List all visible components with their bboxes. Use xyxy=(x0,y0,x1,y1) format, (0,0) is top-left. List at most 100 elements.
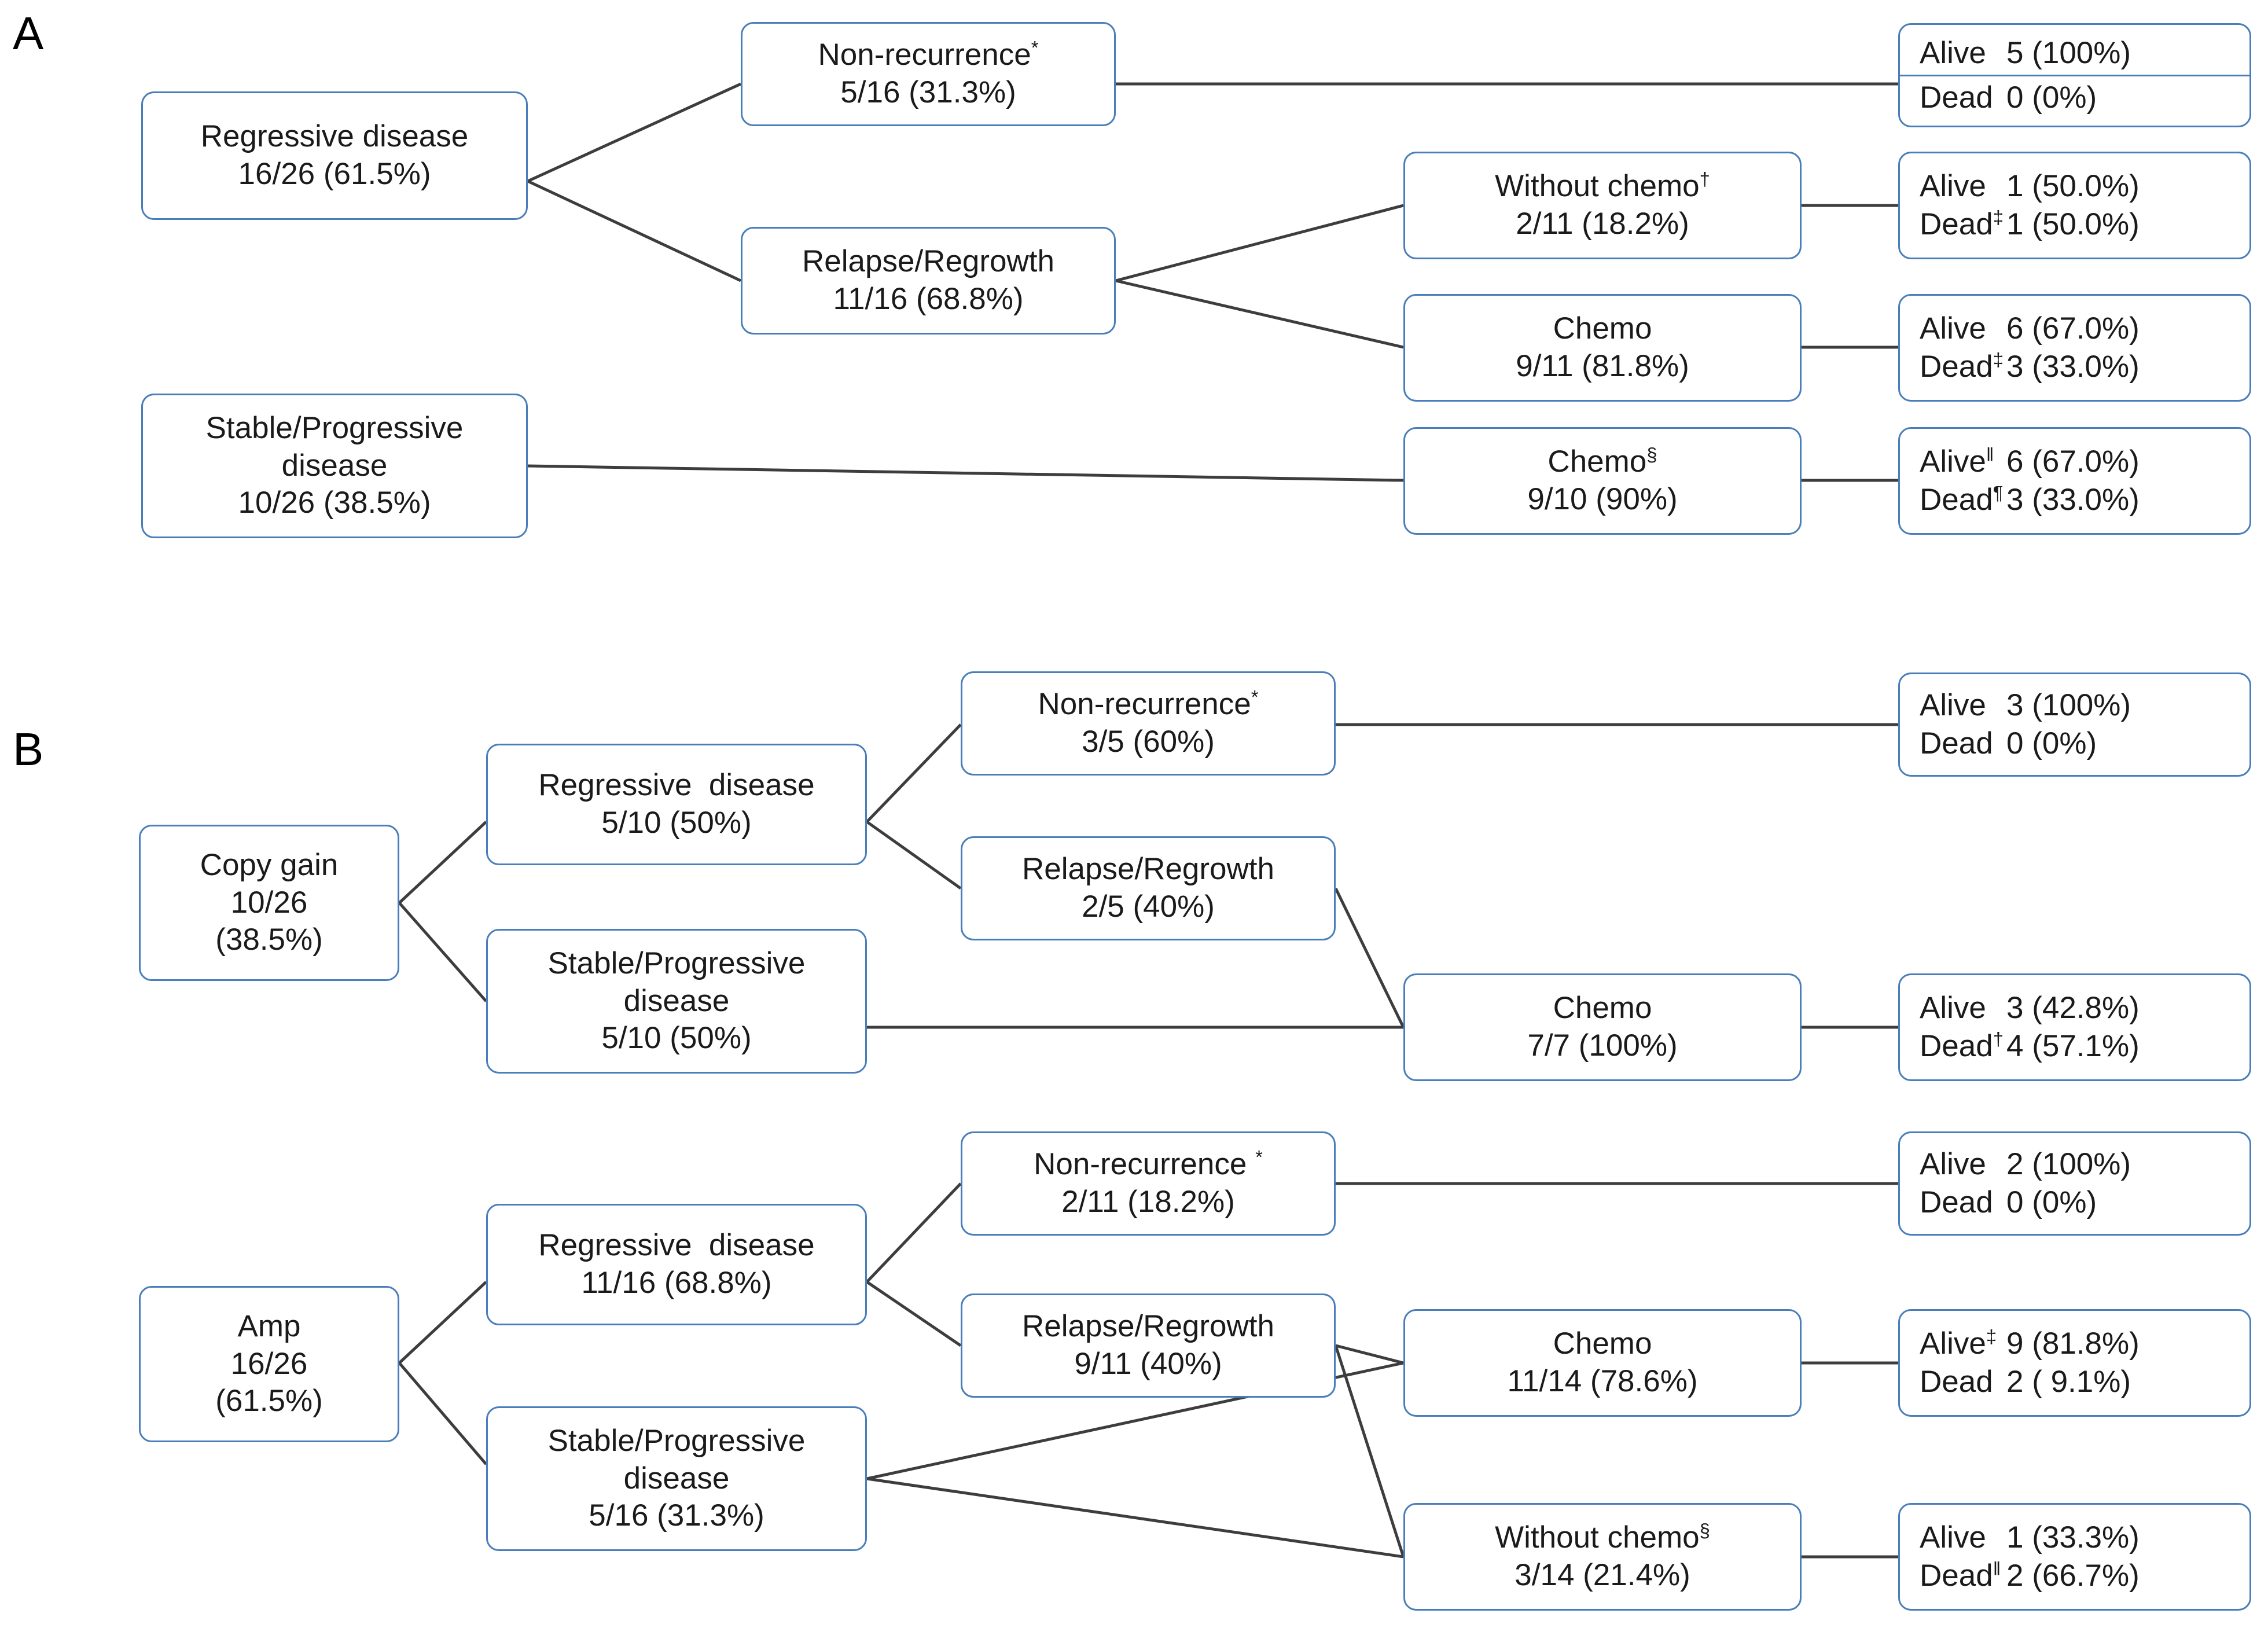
node-line: Relapse/Regrowth xyxy=(1021,1309,1274,1344)
outcome-box-a-4[interactable]: Alive‖ 6 (67.0%) Dead¶ 3 (33.0%) xyxy=(1898,427,2251,535)
node-b-amp-chemo[interactable]: Chemo 11/14 (78.6%) xyxy=(1403,1309,1802,1417)
superscript-double-dagger: ‡ xyxy=(1986,1325,1997,1347)
outcome-row-dead: Dead 2 ( 9.1%) xyxy=(1900,1363,2249,1401)
superscript-dagger: † xyxy=(1993,1028,2004,1050)
outcome-value: 2 (66.7%) xyxy=(2006,1559,2140,1593)
outcome-label: Alive xyxy=(1920,169,1986,204)
outcome-value: 4 (57.1%) xyxy=(2006,1029,2140,1063)
outcome-box-a-1[interactable]: Alive 5 (100%) Dead 0 (0%) xyxy=(1898,23,2251,127)
outcome-value: 0 (0%) xyxy=(2006,1185,2097,1219)
outcome-value: 1 (50.0%) xyxy=(2006,207,2140,241)
node-b-copy-gain[interactable]: Copy gain 10/26 (38.5%) xyxy=(139,825,399,981)
node-b-cg-relapse-regrowth[interactable]: Relapse/Regrowth 2/5 (40%) xyxy=(961,836,1336,940)
node-line: 5/10 (50%) xyxy=(601,1021,752,1056)
outcome-box-b-4[interactable]: Alive‡ 9 (81.8%) Dead 2 ( 9.1%) xyxy=(1898,1309,2251,1417)
node-a-chemo-section[interactable]: Chemo§ 9/10 (90%) xyxy=(1403,427,1802,535)
outcome-row-dead: Dead‡ 1 (50.0%) xyxy=(1900,205,2249,244)
node-a-regressive-disease[interactable]: Regressive disease 16/26 (61.5%) xyxy=(141,91,528,220)
superscript-section: § xyxy=(1646,443,1657,465)
node-line: disease xyxy=(623,983,730,1018)
node-line: Regressive disease xyxy=(200,119,469,154)
link-b-ampstable-to-without xyxy=(866,1477,1404,1559)
outcome-value: 3 (33.0%) xyxy=(2006,483,2140,517)
outcome-box-b-3[interactable]: Alive 2 (100%) Dead 0 (0%) xyxy=(1898,1131,2251,1236)
node-a-chemo[interactable]: Chemo 9/11 (81.8%) xyxy=(1403,294,1802,402)
outcome-value: 3 (42.8%) xyxy=(2006,991,2140,1026)
node-a-non-recurrence[interactable]: Non-recurrence* 5/16 (31.3%) xyxy=(741,22,1116,126)
outcome-row-dead: Dead‡ 3 (33.0%) xyxy=(1900,348,2249,386)
node-b-amp[interactable]: Amp 16/26 (61.5%) xyxy=(139,1286,399,1442)
outcome-label: Dead xyxy=(1920,726,1993,760)
outcome-row-alive: Alive‖ 6 (67.0%) xyxy=(1900,443,2249,481)
node-line: 2/11 (18.2%) xyxy=(1061,1185,1235,1219)
outcome-row-alive: Alive‡ 9 (81.8%) xyxy=(1900,1325,2249,1363)
outcome-value: 9 (81.8%) xyxy=(2006,1326,2140,1361)
node-line: 5/16 (31.3%) xyxy=(589,1498,764,1533)
node-line: Regressive disease xyxy=(538,768,815,803)
node-b-amp-relapse-regrowth[interactable]: Relapse/Regrowth 9/11 (40%) xyxy=(961,1293,1336,1398)
outcome-divider xyxy=(1900,74,2249,76)
node-line: (61.5%) xyxy=(215,1384,323,1418)
node-line: Stable/Progressive xyxy=(547,1424,806,1458)
outcome-value: 6 (67.0%) xyxy=(2006,311,2140,346)
node-b-amp-stable-progressive-disease[interactable]: Stable/Progressive disease 5/16 (31.3%) xyxy=(486,1406,867,1551)
outcome-label: Alive xyxy=(1920,1147,1986,1182)
link-b-amp-to-stable xyxy=(398,1362,487,1465)
outcome-label: Dead‖ xyxy=(1920,1557,2001,1593)
outcome-box-b-1[interactable]: Alive 3 (100%) Dead 0 (0%) xyxy=(1898,672,2251,777)
node-a-relapse-regrowth[interactable]: Relapse/Regrowth 11/16 (68.8%) xyxy=(741,227,1116,335)
node-line: 11/14 (78.6%) xyxy=(1507,1364,1698,1398)
node-line: 11/16 (68.8%) xyxy=(833,282,1024,316)
node-line: 9/11 (40%) xyxy=(1074,1347,1222,1381)
panel-b-letter: B xyxy=(13,723,44,775)
node-b-amp-regressive-disease[interactable]: Regressive disease 11/16 (68.8%) xyxy=(486,1204,867,1325)
outcome-row-alive: Alive 1 (50.0%) xyxy=(1900,167,2249,205)
outcome-value: 3 (100%) xyxy=(2006,688,2131,723)
outcome-label: Alive xyxy=(1920,1520,1986,1555)
node-line: 3/14 (21.4%) xyxy=(1515,1558,1690,1592)
node-b-amp-without-chemo[interactable]: Without chemo§ 3/14 (21.4%) xyxy=(1403,1503,1802,1611)
node-line: disease xyxy=(281,448,388,483)
node-line: 10/26 xyxy=(230,885,308,920)
superscript-pilcrow: ¶ xyxy=(1993,482,2004,504)
node-line: 3/5 (60%) xyxy=(1082,725,1215,759)
link-b-cg-to-reg xyxy=(398,821,487,904)
node-b-amp-non-recurrence[interactable]: Non-recurrence * 2/11 (18.2%) xyxy=(961,1131,1336,1236)
outcome-row-dead: Dead¶ 3 (33.0%) xyxy=(1900,481,2249,519)
node-b-cg-chemo[interactable]: Chemo 7/7 (100%) xyxy=(1403,973,1802,1081)
outcome-label: Alive xyxy=(1920,688,1986,723)
superscript-double-dagger: ‡ xyxy=(1993,348,2004,370)
outcome-label: Alive xyxy=(1920,991,1986,1026)
node-line: Relapse/Regrowth xyxy=(802,244,1054,279)
node-line: Copy gain xyxy=(200,848,339,883)
outcome-value: 0 (0%) xyxy=(2006,726,2097,760)
node-b-cg-non-recurrence[interactable]: Non-recurrence* 3/5 (60%) xyxy=(961,671,1336,776)
node-a-without-chemo[interactable]: Without chemo† 2/11 (18.2%) xyxy=(1403,152,1802,259)
outcome-label: Alive xyxy=(1920,35,1986,70)
node-line: Chemo§ xyxy=(1547,443,1657,479)
outcome-box-b-2[interactable]: Alive 3 (42.8%) Dead† 4 (57.1%) xyxy=(1898,973,2251,1081)
outcome-value: 2 (100%) xyxy=(2006,1147,2131,1182)
outcome-row-alive: Alive 3 (100%) xyxy=(1900,686,2249,725)
link-b-cgreg-to-nonrec xyxy=(866,723,962,823)
node-line: 9/11 (81.8%) xyxy=(1516,349,1689,383)
node-line: Regressive disease xyxy=(538,1228,815,1263)
node-line: Amp xyxy=(237,1309,301,1344)
node-line: Without chemo§ xyxy=(1495,1519,1710,1555)
node-b-cg-regressive-disease[interactable]: Regressive disease 5/10 (50%) xyxy=(486,744,867,865)
node-a-stable-progressive-disease[interactable]: Stable/Progressive disease 10/26 (38.5%) xyxy=(141,394,528,538)
node-line: 5/10 (50%) xyxy=(601,806,752,840)
node-b-cg-stable-progressive-disease[interactable]: Stable/Progressive disease 5/10 (50%) xyxy=(486,929,867,1074)
node-line: 2/5 (40%) xyxy=(1082,890,1215,924)
superscript-double-vertical-bar: ‖ xyxy=(1986,443,1994,465)
outcome-box-a-2[interactable]: Alive 1 (50.0%) Dead‡ 1 (50.0%) xyxy=(1898,152,2251,259)
link-a-stable-to-chemos xyxy=(527,464,1404,482)
outcome-box-b-5[interactable]: Alive 1 (33.3%) Dead‖ 2 (66.7%) xyxy=(1898,1503,2251,1611)
outcome-row-dead: Dead 0 (0%) xyxy=(1900,79,2249,117)
node-line: Non-recurrence* xyxy=(818,36,1039,72)
outcome-box-a-3[interactable]: Alive 6 (67.0%) Dead‡ 3 (33.0%) xyxy=(1898,294,2251,402)
superscript-asterisk: * xyxy=(1031,36,1039,58)
outcome-row-dead: Dead 0 (0%) xyxy=(1900,1184,2249,1222)
node-line: (38.5%) xyxy=(215,923,323,957)
